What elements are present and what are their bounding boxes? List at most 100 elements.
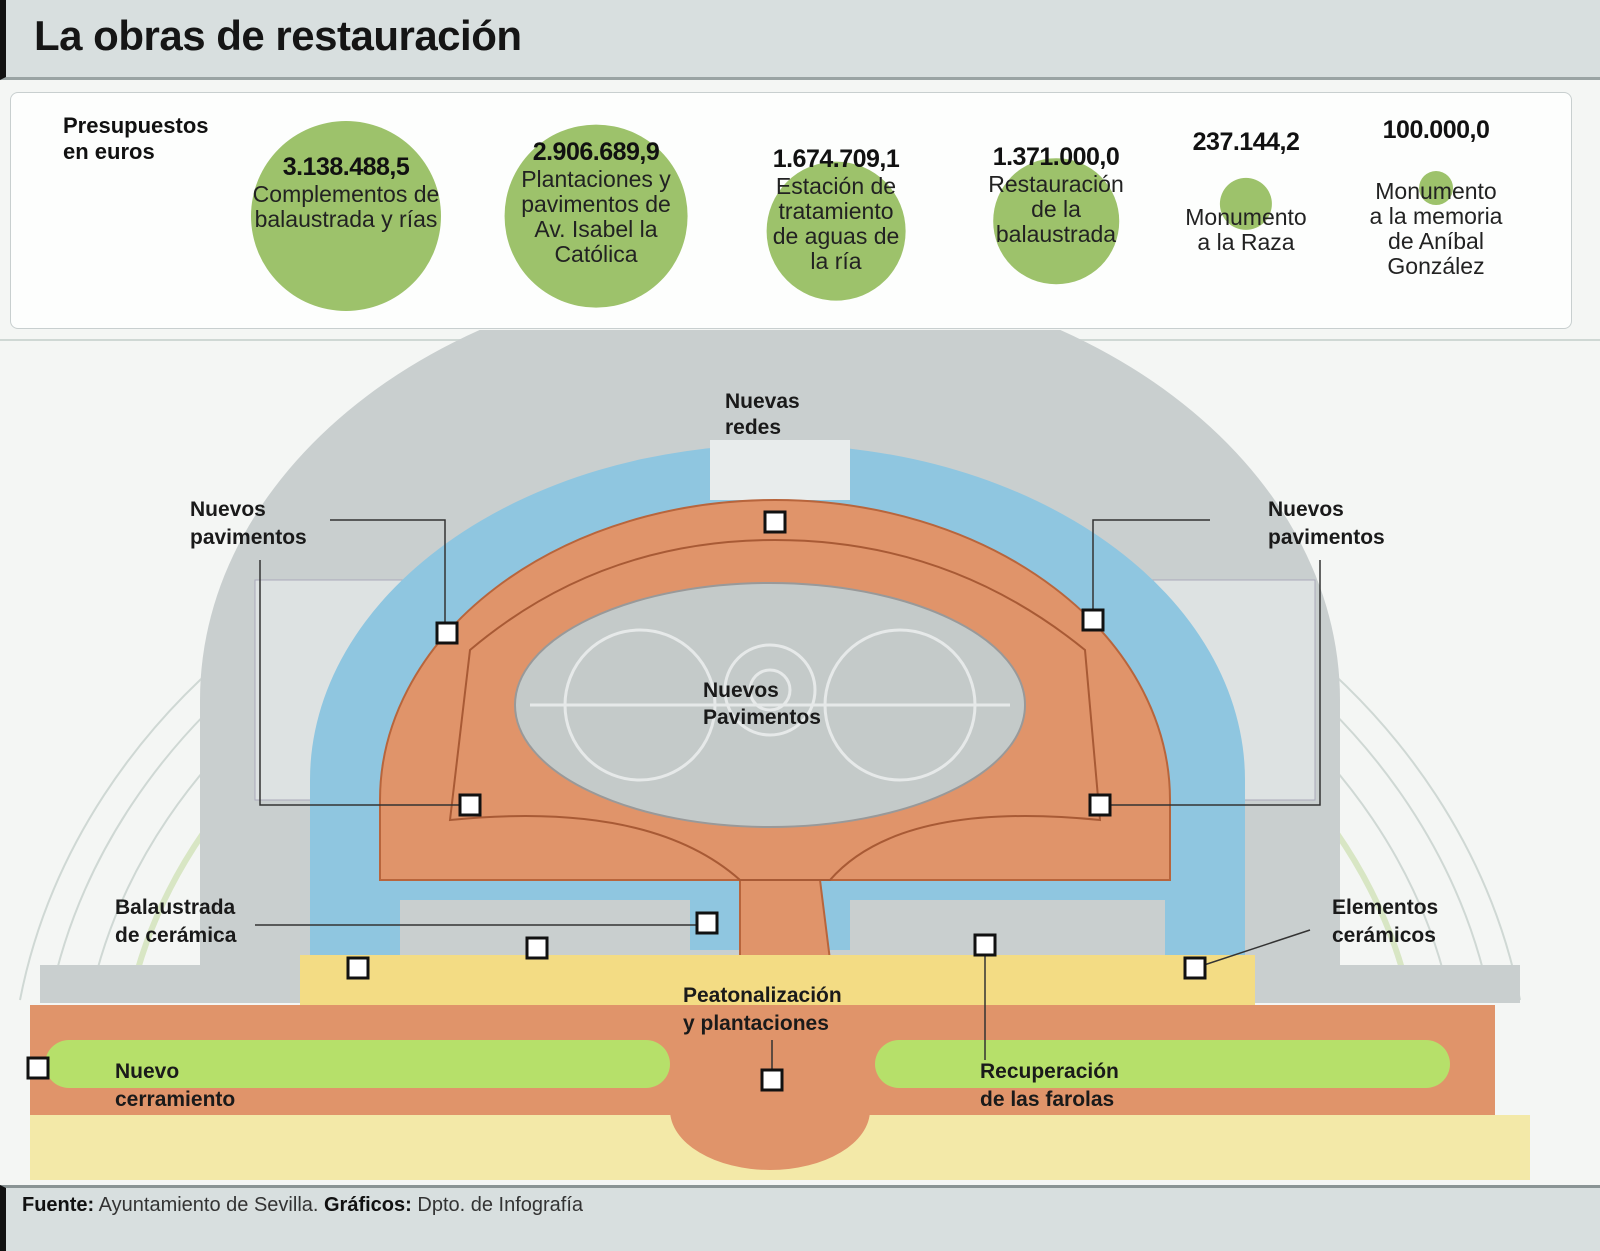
- budget-label-line: tratamiento: [778, 198, 894, 224]
- budget-label-line: Monumento: [1185, 204, 1307, 230]
- label-line: cerramiento: [115, 1088, 235, 1111]
- label-line: Nuevos: [703, 679, 779, 702]
- graphics-text: Dpto. de Infografía: [417, 1194, 584, 1216]
- marker: [1183, 956, 1207, 980]
- budget-circle: [504, 124, 688, 308]
- budget-circle: [1219, 177, 1273, 231]
- budget-value: 237.144,2: [1192, 128, 1300, 156]
- marker: [1088, 793, 1112, 817]
- site-plan-diagram: Nuevas redes Nuevos pavimentos Nuevos pavim…: [0, 330, 1600, 1180]
- corner-block-right: [1255, 965, 1520, 1003]
- label-line: Nuevos: [190, 498, 266, 521]
- bridge-top: [710, 440, 850, 500]
- budget-label-line: de aguas de: [772, 223, 900, 249]
- leader-lines: [255, 519, 1321, 1080]
- label-line: de las farolas: [980, 1088, 1114, 1111]
- markers: [26, 510, 1207, 1092]
- budget-label-line: Plantaciones y: [521, 166, 671, 192]
- label-line: Recuperación: [980, 1060, 1119, 1083]
- budget-value: 2.906.689,9: [532, 138, 660, 166]
- marker: [435, 621, 459, 645]
- label-line: Nuevo: [115, 1060, 179, 1083]
- budget-label-line: Complementos de: [252, 181, 440, 207]
- credits: Fuente: Ayuntamiento de Sevilla. Gráfico…: [22, 1194, 583, 1217]
- label-line: redes: [725, 416, 781, 439]
- budget-label-line: de Aníbal: [1388, 228, 1484, 254]
- budget-circle: [1419, 171, 1453, 205]
- label-balaustrada: Balaustrada de cerámica: [115, 896, 237, 947]
- label-farolas: Recuperación de las farolas: [980, 1060, 1119, 1111]
- source-label: Fuente:: [22, 1194, 95, 1216]
- budget-value: 3.138.488,5: [282, 153, 410, 181]
- label-line: pavimentos: [190, 526, 307, 549]
- budget-heading-line: Presupuestos: [63, 113, 209, 138]
- label-nuevas-redes: Nuevas redes: [725, 390, 800, 439]
- label-pavimentos-left: Nuevos pavimentos: [190, 498, 307, 549]
- label-line: de cerámica: [115, 924, 237, 947]
- oval-pattern: [530, 628, 1010, 782]
- marker: [1081, 608, 1105, 632]
- budget-heading: Presupuestos en euros: [63, 113, 209, 165]
- budget-label-line: balaustrada y rías: [254, 206, 438, 232]
- garden-strip-right: [875, 1040, 1450, 1088]
- marker: [695, 911, 719, 935]
- corner-block-left: [40, 965, 300, 1003]
- garden-strip-left: [45, 1040, 670, 1088]
- marker: [760, 1068, 784, 1092]
- budget-label-line: Católica: [554, 241, 638, 267]
- label-elementos: Elementos cerámicos: [1332, 896, 1438, 947]
- label-line: cerámicos: [1332, 924, 1436, 947]
- budget-value: 100.000,0: [1382, 116, 1490, 144]
- source-text: Ayuntamiento de Sevilla.: [98, 1194, 319, 1216]
- label-line: Peatonalización: [683, 984, 842, 1007]
- budget-label-line: Av. Isabel la: [534, 216, 658, 242]
- budget-circle: [766, 161, 906, 301]
- budget-value: 1.674.709,1: [772, 145, 900, 173]
- label-line: Pavimentos: [703, 706, 821, 729]
- marker: [458, 793, 482, 817]
- footer: Fuente: Ayuntamiento de Sevilla. Gráfico…: [0, 1185, 1600, 1251]
- label-line: Nuevas: [725, 390, 800, 413]
- budget-value: 1.371.000,0: [992, 143, 1120, 171]
- marker: [346, 956, 370, 980]
- label-pavimentos-right: Nuevos pavimentos: [1268, 498, 1385, 549]
- label-peatonalizacion: Peatonalización y plantaciones: [683, 984, 842, 1035]
- budget-label-line: de la: [1031, 196, 1081, 222]
- yellow-strip: [300, 955, 1255, 1007]
- budget-label-line: Restauración: [988, 171, 1124, 197]
- label-line: Elementos: [1332, 896, 1438, 919]
- graphics-label: Gráficos:: [324, 1194, 412, 1216]
- promenade-bump: [670, 1110, 870, 1170]
- budget-heading-line: en euros: [63, 139, 155, 164]
- budget-label-line: balaustrada: [995, 221, 1117, 247]
- label-cerramiento: Nuevo cerramiento: [115, 1060, 235, 1111]
- budget-label-line: la ría: [810, 248, 862, 274]
- marker: [525, 936, 549, 960]
- label-line: Balaustrada: [115, 896, 236, 919]
- label-line: Nuevos: [1268, 498, 1344, 521]
- budget-label-line: a la Raza: [1197, 229, 1295, 255]
- marker: [973, 933, 997, 957]
- label-line: pavimentos: [1268, 526, 1385, 549]
- budget-label-line: a la memoria: [1369, 203, 1503, 229]
- title-bar: La obras de restauración: [0, 0, 1600, 80]
- label-line: y plantaciones: [683, 1012, 829, 1035]
- budget-label-line: González: [1387, 253, 1485, 279]
- marker: [763, 510, 787, 534]
- budget-label-line: pavimentos de: [521, 191, 671, 217]
- budget-label-line: Estación de: [775, 173, 897, 199]
- budget-circle: [251, 121, 441, 311]
- budget-circle: [993, 158, 1119, 284]
- paving-inner-outline: [448, 538, 1102, 881]
- marker: [26, 1056, 50, 1080]
- budget-label-line: Monumento: [1375, 178, 1497, 204]
- page-title: La obras de restauración: [34, 12, 522, 59]
